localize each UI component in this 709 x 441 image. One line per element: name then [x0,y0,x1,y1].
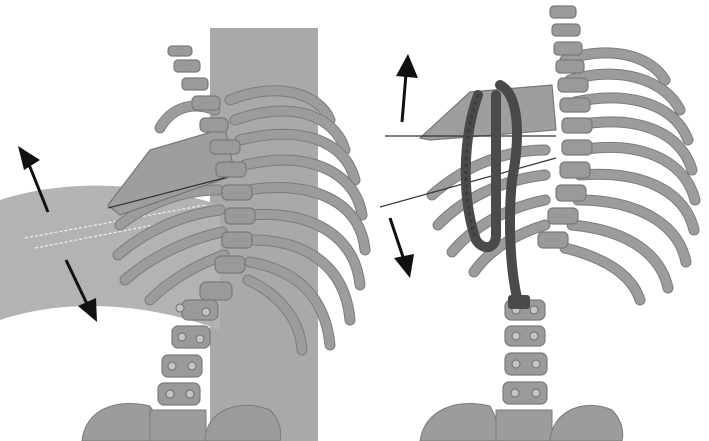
right-down-arrow-icon [390,218,414,278]
right-ribs-left [432,150,545,272]
right-panel [380,6,695,441]
right-scapula [420,85,556,140]
left-pelvis [82,404,281,441]
left-panel [0,28,365,441]
right-up-arrow-icon [396,54,418,122]
right-pelvis [420,404,623,441]
